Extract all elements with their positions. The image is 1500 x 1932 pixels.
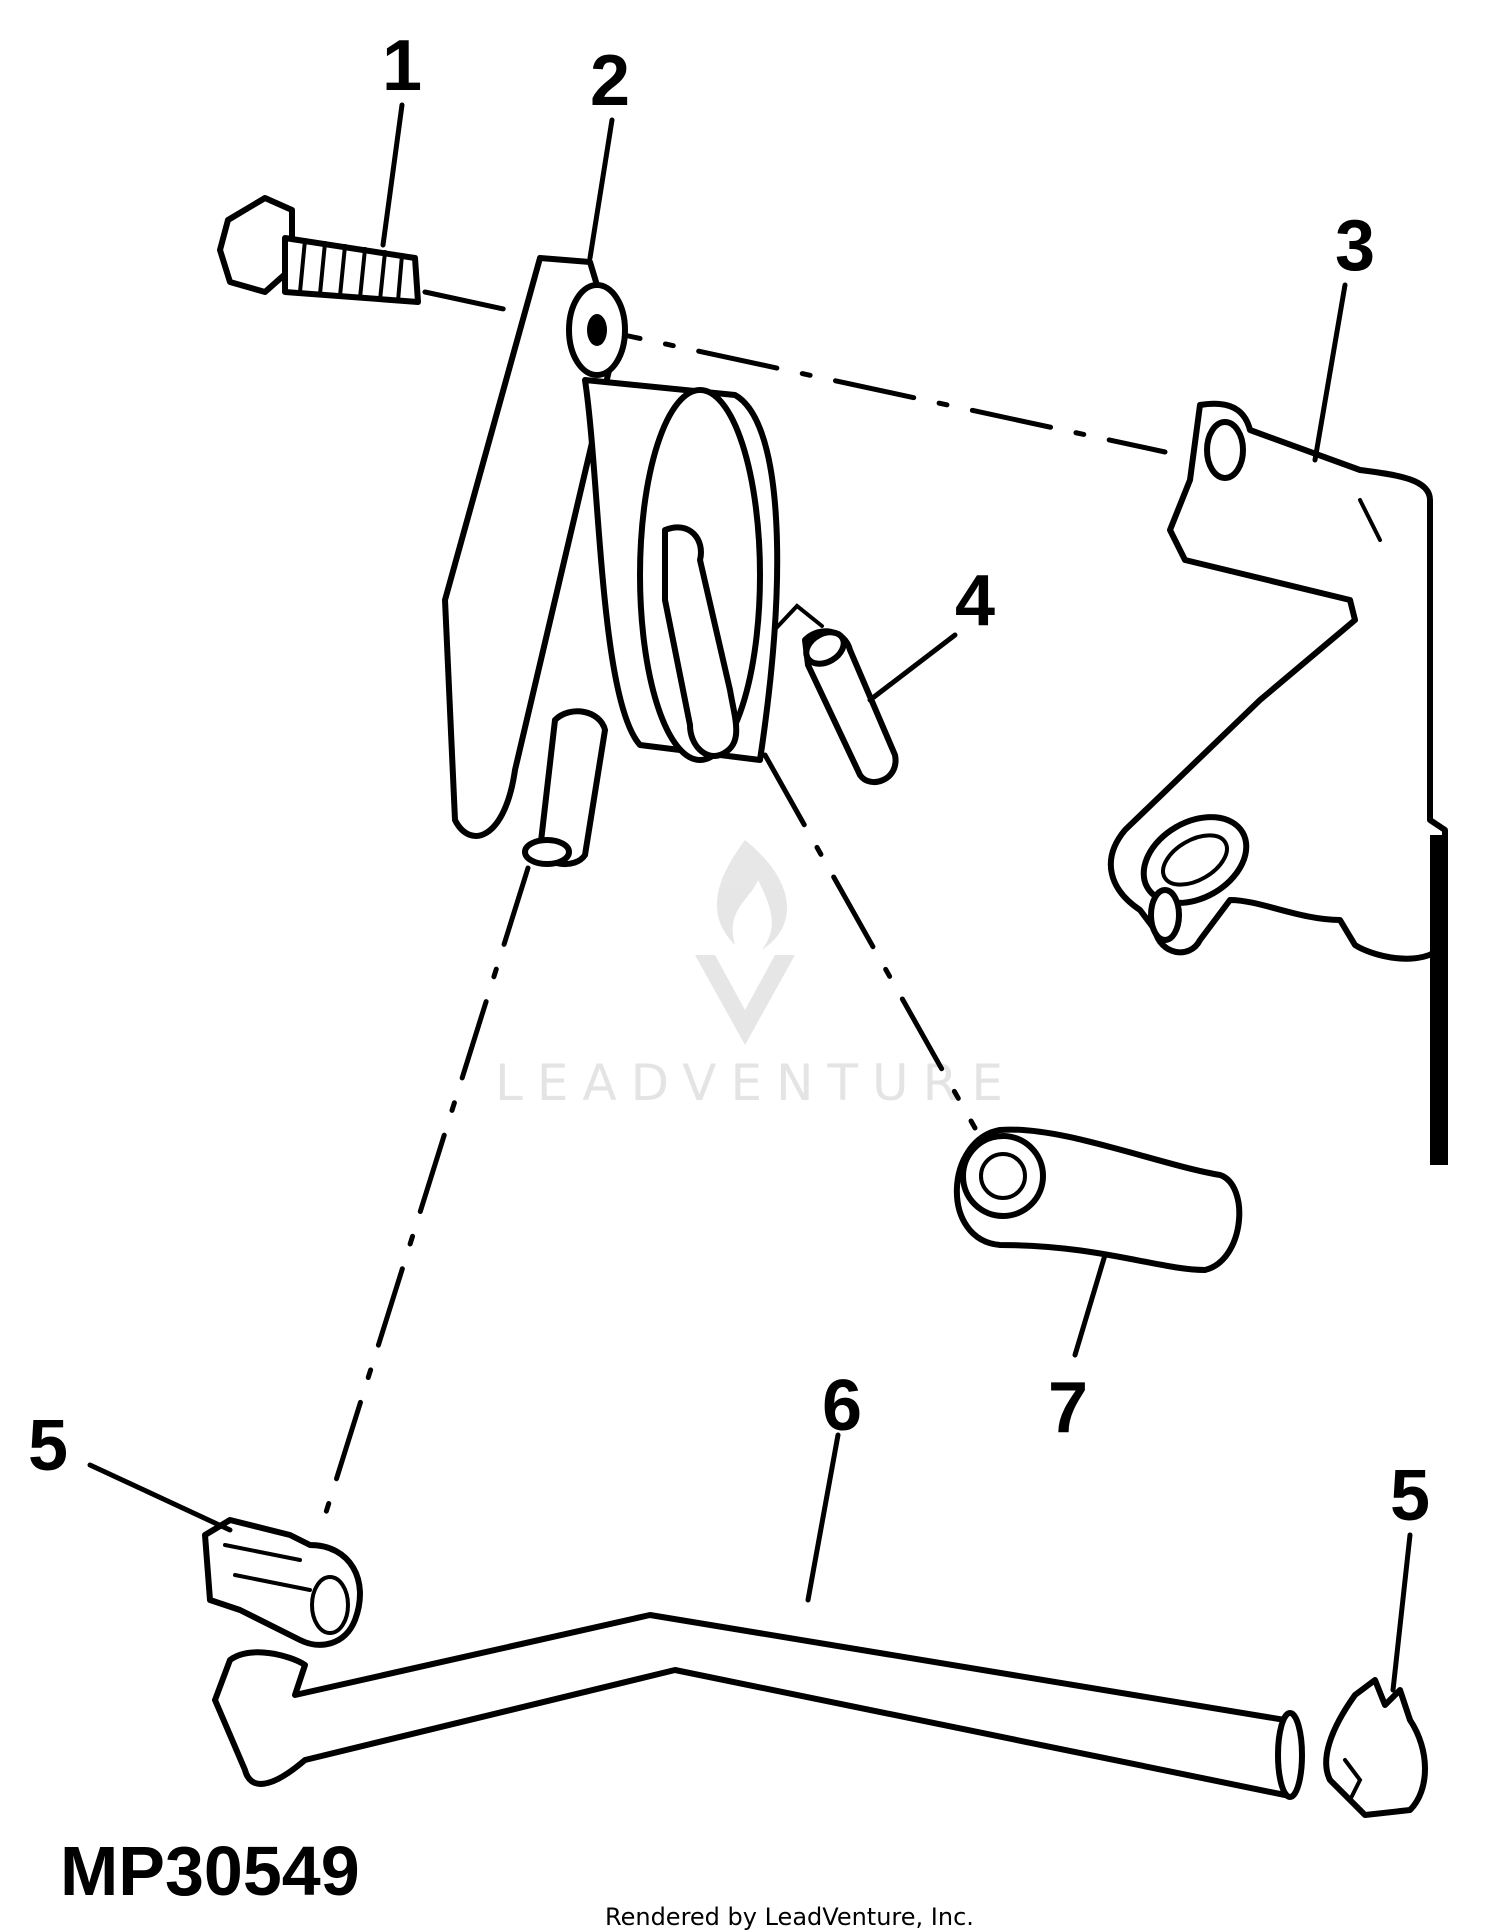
watermark: LEADVENTURE xyxy=(495,840,1017,1112)
callout-4: 4 xyxy=(955,561,995,641)
bracket-plate xyxy=(1430,835,1448,1165)
callout-6: 6 xyxy=(822,1366,862,1446)
leader-1 xyxy=(380,102,405,248)
callout-7: 7 xyxy=(1048,1368,1088,1448)
lever-to-clamp-centerline xyxy=(319,865,531,1528)
render-credit: Rendered by LeadVenture, Inc. xyxy=(605,1903,974,1931)
flange-bolt xyxy=(217,195,421,305)
pin xyxy=(802,628,899,786)
leader-5-right xyxy=(1390,1532,1413,1693)
leader-2 xyxy=(587,117,615,261)
leader-3 xyxy=(1312,282,1348,463)
leader-lines xyxy=(87,102,1413,1693)
leader-6 xyxy=(805,1432,841,1603)
callout-5-left: 5 xyxy=(28,1406,68,1486)
clamp-right xyxy=(1323,1677,1428,1818)
watermark-v-logo-icon xyxy=(695,955,795,1045)
leader-4 xyxy=(867,632,958,703)
callout-1: 1 xyxy=(382,26,422,106)
figure-id: MP30549 xyxy=(60,1832,360,1910)
clamp-left xyxy=(202,1517,363,1648)
bolt-centerline xyxy=(422,289,1168,455)
leader-5-left xyxy=(87,1462,233,1533)
watermark-text: LEADVENTURE xyxy=(495,1054,1017,1112)
callout-2: 2 xyxy=(590,41,630,121)
pivot-lever xyxy=(442,255,781,868)
link-arm xyxy=(953,1126,1243,1273)
callout-5-right: 5 xyxy=(1390,1456,1430,1536)
bent-rod xyxy=(212,1612,1305,1800)
callout-3: 3 xyxy=(1335,206,1375,286)
callout-labels: 1 2 3 4 5 5 6 7 xyxy=(28,26,1430,1536)
watermark-flame-icon xyxy=(716,840,788,950)
mounting-bracket xyxy=(1107,400,1448,1165)
leader-7 xyxy=(1072,1252,1108,1358)
pin-to-link-centerline xyxy=(762,752,978,1131)
